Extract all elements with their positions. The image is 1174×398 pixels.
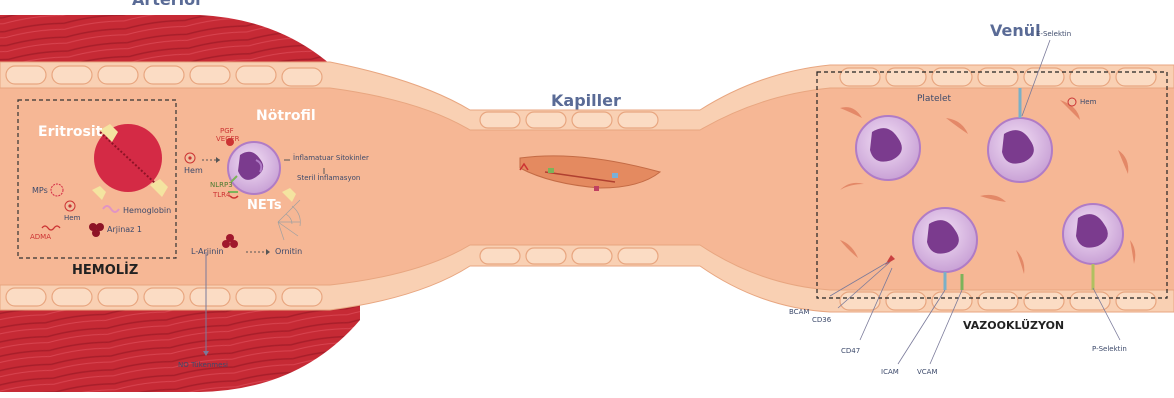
arjinaz-label: Arjinaz 1 [107, 225, 142, 234]
icam-label: ICAM [881, 368, 899, 376]
tlr4-label: TLR4 [213, 191, 231, 199]
vcam-label: VCAM [917, 368, 938, 376]
nets-label: NETs [247, 198, 282, 213]
e-selektin-label: E-Selektin [1036, 30, 1071, 38]
pgf-label: PGF [220, 127, 234, 135]
ornitin-label: Ornitin [275, 247, 302, 256]
notrofil-label: Nötrofil [256, 108, 316, 124]
hem-right-label: Hem [1080, 98, 1096, 106]
venul-label: Venül [990, 21, 1041, 40]
no-tukenmesi-label: NO Tükenmesi [178, 361, 228, 369]
vegfr-label: VEGFR [216, 135, 240, 143]
kapiller-label: Kapiller [551, 91, 621, 110]
adma-label: ADMA [30, 233, 51, 241]
mps-label: MPs [32, 186, 48, 195]
hemoglobin-label: Hemoglobin [123, 206, 171, 215]
cd47-label: CD47 [841, 347, 860, 355]
steril-label: Steril İnflamasyon [297, 174, 360, 182]
p-selektin-label: P-Selektin [1092, 345, 1127, 353]
hem-box-label: Hem [64, 214, 80, 222]
vazooklüzyon-label: VAZOOKLÜZYON [963, 319, 1064, 332]
platelet-label: Platelet [917, 94, 951, 104]
cd36-label: CD36 [812, 316, 831, 324]
eritrosit-label: Eritrosit [38, 124, 102, 140]
nlrp3-label: NLRP3 [210, 181, 233, 189]
inflamatuar-label: İnflamatuar Sitokinler [293, 154, 369, 162]
arteriol-label: Arteriol [132, 0, 201, 9]
hem-left-label: Hem [184, 166, 203, 175]
hemoliz-label: HEMOLİZ [72, 263, 138, 278]
neutrophil-left [228, 142, 280, 194]
l-arjinin-label: L-Arjinin [191, 247, 224, 256]
bcam-label: BCAM [789, 308, 809, 316]
